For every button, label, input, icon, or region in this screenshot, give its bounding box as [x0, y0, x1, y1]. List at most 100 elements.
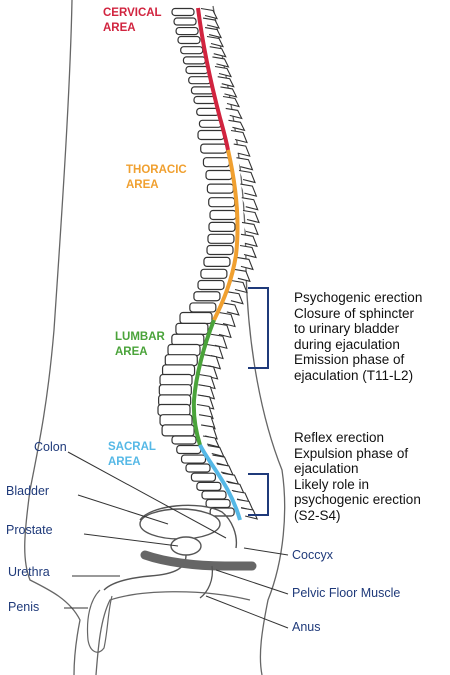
penis-outline [86, 589, 113, 653]
vertebra-process [200, 7, 219, 20]
vertebra-body [198, 119, 223, 128]
vertebra-process [230, 129, 248, 144]
vertebra-body [193, 291, 221, 302]
vertebra-body [185, 65, 209, 75]
vertebra-body [196, 481, 222, 491]
label-penis: Penis [8, 600, 40, 614]
anus-shape [199, 565, 214, 599]
leader-anus [205, 595, 289, 629]
vertebra-process [217, 76, 235, 88]
vertebra-body [167, 343, 201, 357]
leader-coccyx [243, 547, 289, 556]
vertebra-body [171, 7, 195, 17]
vertebra-process [202, 17, 221, 29]
vertebra-body [188, 76, 212, 85]
vertebra-body [208, 221, 236, 232]
vertebra-body [180, 454, 207, 464]
vertebra-process [240, 183, 258, 197]
vertebra-process [212, 56, 230, 68]
vertebra-body [206, 183, 234, 194]
label-colon: Colon [34, 440, 67, 454]
label-urethra: Urethra [8, 565, 50, 579]
vertebra-body [175, 322, 209, 335]
vertebra-body [182, 56, 207, 65]
vertebra-body [190, 86, 215, 95]
vertebra-body [158, 384, 192, 397]
vertebra-process [202, 435, 220, 448]
vertebra-body [161, 424, 195, 437]
vertebra-process [233, 143, 251, 157]
vertebra-process [233, 268, 251, 283]
vertebra-process [230, 279, 248, 294]
vertebra-process [242, 209, 260, 224]
vertebra-process [210, 333, 228, 350]
vertebra-body [193, 95, 217, 105]
vertebra-body [179, 311, 213, 325]
vertebra-process [228, 119, 246, 132]
vertebra-process [236, 157, 254, 171]
label-bladder: Bladder [6, 484, 50, 498]
vertebra-process [206, 343, 224, 360]
vertebral-column [157, 7, 260, 520]
label-coccyx: Coccyx [292, 548, 333, 562]
vertebra-process [240, 233, 258, 248]
vertebra-process [206, 35, 225, 48]
vertebra-body [190, 472, 217, 482]
vertebra-process [214, 65, 233, 78]
leader-pelvic-floor [215, 569, 289, 595]
vertebra-body [201, 490, 227, 500]
vertebra-process [226, 291, 244, 305]
vertebra-process [207, 444, 225, 458]
vertebra-body [177, 35, 201, 45]
leader-bladder [77, 494, 169, 525]
vertebra-process [209, 46, 227, 58]
vertebra-process [214, 322, 232, 339]
function-text-thoracolumbar: Psychogenic erection Closure of sphincte… [294, 290, 423, 383]
vertebra-process [218, 311, 236, 328]
vertebra-process [241, 197, 259, 211]
vertebra-body [207, 233, 235, 244]
vertebra-body [189, 302, 217, 313]
colon-shape [139, 504, 238, 549]
vertebra-body [205, 169, 233, 181]
vertebra-body [209, 209, 237, 221]
body-outline-front [24, 0, 81, 675]
vertebra-body [206, 244, 234, 256]
vertebra-body [197, 279, 225, 291]
vertebra-process [236, 256, 254, 271]
vertebra-process [220, 86, 238, 98]
spinal-segment-lumbar [191, 319, 216, 446]
vertebra-body [171, 435, 197, 445]
spinal-segment-sacral [198, 444, 242, 521]
vertebra-process [204, 354, 222, 370]
label-prostate: Prostate [6, 523, 53, 537]
vertebra-body [180, 46, 204, 55]
vertebra-body [202, 157, 231, 168]
vertebra-body [173, 17, 197, 26]
leg-outline [95, 591, 251, 675]
vertebra-process [241, 507, 259, 520]
vertebra-body [159, 373, 193, 387]
leader-prostate [83, 533, 179, 547]
vertebra-body [200, 268, 228, 279]
vertebra-process [222, 302, 240, 316]
vertebra-process [222, 95, 241, 108]
vertebra-body [171, 333, 205, 346]
vertebra-body [157, 403, 191, 417]
function-text-sacral: Reflex erection Expulsion phase of ejacu… [294, 430, 421, 523]
label-anus: Anus [292, 620, 321, 634]
vertebra-process [204, 26, 223, 39]
vertebra-body [175, 26, 199, 36]
pelvic-floor-muscle-shape [140, 550, 257, 571]
vertebra-process [238, 169, 256, 184]
vertebra-body [208, 197, 236, 208]
vertebra-body [164, 354, 198, 367]
vertebra-process [239, 244, 257, 259]
leader-colon [67, 451, 227, 539]
label-pelvic-floor-muscle: Pelvic Floor Muscle [292, 586, 401, 600]
